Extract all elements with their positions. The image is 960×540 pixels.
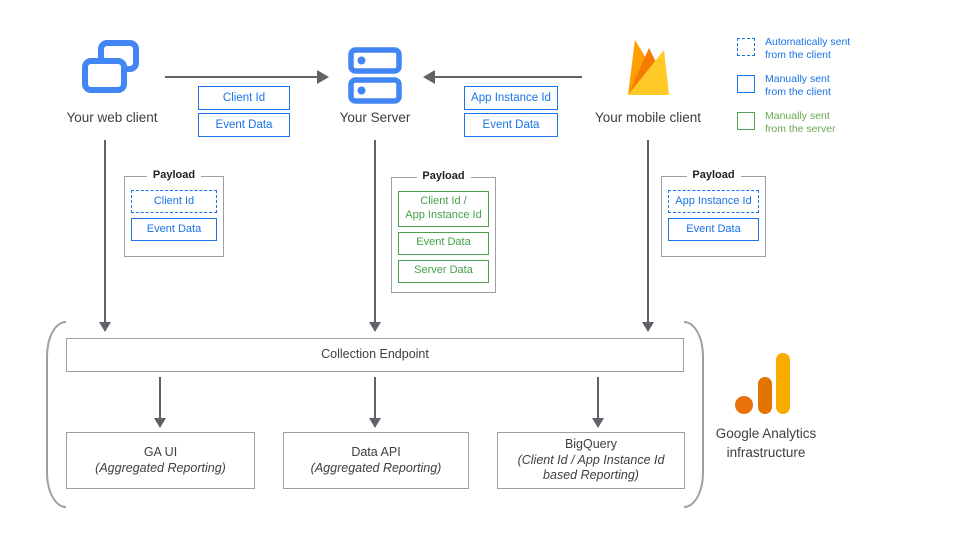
arrowhead-endpoint-to-bigquery <box>592 418 604 428</box>
google-analytics-logo-icon <box>735 353 790 414</box>
edge-label-app-instance-id: App Instance Id <box>464 86 558 110</box>
edge-label-client-id: Client Id <box>198 86 290 110</box>
arrow-web-to-endpoint <box>104 140 106 323</box>
legend-swatch-manual-server <box>737 112 755 130</box>
bigquery-box: BigQuery (Client Id / App Instance Id ba… <box>497 432 685 489</box>
bigquery-subtitle: (Client Id / App Instance Id based Repor… <box>517 452 665 483</box>
arrowhead-mobile-to-endpoint <box>642 322 654 332</box>
collection-endpoint-label: Collection Endpoint <box>321 347 429 362</box>
arrow-endpoint-to-bigquery <box>597 377 599 419</box>
ga-ui-box: GA UI (Aggregated Reporting) <box>66 432 255 489</box>
data-api-subtitle: (Aggregated Reporting) <box>310 460 442 475</box>
arrowhead-mobile-to-server <box>423 70 435 84</box>
payload-server-server-data: Server Data <box>398 259 489 283</box>
arrowhead-endpoint-to-gaui <box>154 418 166 428</box>
ga-ui-subtitle: (Aggregated Reporting) <box>95 460 226 475</box>
legend-label-manual-server: Manually sent from the server <box>765 110 836 135</box>
arrow-mobile-to-server <box>435 76 582 78</box>
payload-server-event-data: Event Data <box>398 231 489 255</box>
web-client-label: Your web client <box>66 110 158 125</box>
server-label: Your Server <box>339 110 411 125</box>
arrow-endpoint-to-gaui <box>159 377 161 419</box>
legend-swatch-auto-client <box>737 38 755 56</box>
bigquery-title: BigQuery <box>564 437 618 452</box>
arrowhead-endpoint-to-dataapi <box>369 418 381 428</box>
mobile-client-label: Your mobile client <box>594 110 702 125</box>
arrow-endpoint-to-dataapi <box>374 377 376 419</box>
arrow-web-to-server <box>165 76 317 78</box>
data-api-title: Data API <box>351 444 401 459</box>
edge-label-event-data: Event Data <box>464 113 558 137</box>
arrow-mobile-to-endpoint <box>647 140 649 323</box>
payload-mobile-app-instance-id: App Instance Id <box>668 190 759 213</box>
payload-web-event-data: Event Data <box>131 218 217 241</box>
web-client-icon <box>82 40 139 93</box>
collection-endpoint-box: Collection Endpoint <box>66 338 684 372</box>
payload-mobile-event-data: Event Data <box>668 218 759 241</box>
edge-label-event-data: Event Data <box>198 113 290 137</box>
payload-mobile: Payload App Instance Id Event Data <box>661 169 766 257</box>
payload-mobile-title: Payload <box>686 169 741 181</box>
edge-labels-web-to-server: Client Id Event Data <box>198 86 290 140</box>
payload-web-title: Payload <box>146 169 202 181</box>
arrowhead-web-to-endpoint <box>99 322 111 332</box>
firebase-icon <box>628 40 669 95</box>
ga-infrastructure-caption: Google Analytics infrastructure <box>715 426 817 460</box>
edge-labels-mobile-to-server: App Instance Id Event Data <box>464 86 558 140</box>
payload-server-ids: Client Id / App Instance Id <box>398 191 489 227</box>
payload-server: Payload Client Id / App Instance Id Even… <box>391 170 496 293</box>
arrowhead-web-to-server <box>317 70 329 84</box>
payload-web: Payload Client Id Event Data <box>124 169 224 257</box>
legend-swatch-manual-client <box>737 75 755 93</box>
ga-ui-title: GA UI <box>143 444 178 459</box>
arrow-server-to-endpoint <box>374 140 376 323</box>
cluster-bracket-right <box>684 321 704 508</box>
legend-label-auto-client: Automatically sent from the client <box>765 36 851 61</box>
legend-label-manual-client: Manually sent from the client <box>765 73 831 98</box>
arrowhead-server-to-endpoint <box>369 322 381 332</box>
data-api-box: Data API (Aggregated Reporting) <box>283 432 469 489</box>
payload-server-title: Payload <box>416 170 471 182</box>
payload-web-client-id: Client Id <box>131 190 217 213</box>
server-icon <box>348 47 402 104</box>
cluster-bracket-left <box>46 321 66 508</box>
